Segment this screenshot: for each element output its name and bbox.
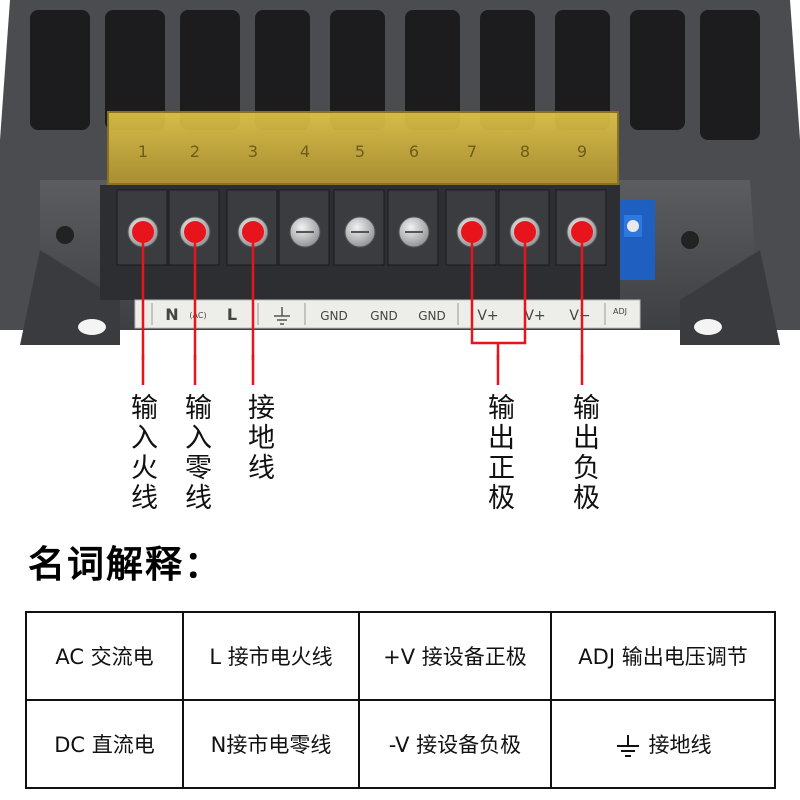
adj-potentiometer xyxy=(620,200,655,280)
callout-line-extensions xyxy=(141,355,584,385)
callout-neutral-input: 输入零线 xyxy=(180,393,211,513)
glossary-cell-text: 接地线 xyxy=(648,733,712,757)
glossary-cell: -V 接设备负极 xyxy=(358,699,552,789)
terminal-cover xyxy=(107,111,619,185)
table-row: DC 直流电 N接市电零线 -V 接设备负极 接地线 xyxy=(25,699,776,789)
callout-live-input: 输入火线 xyxy=(126,393,157,513)
strip-ground-icon xyxy=(274,307,290,325)
strip-label-gnd-2: GND xyxy=(370,309,398,323)
strip-label-gnd-3: GND xyxy=(418,309,446,323)
table-row: AC 交流电 L 接市电火线 +V 接设备正极 ADJ 输出电压调节 xyxy=(25,611,776,701)
terminal-number: 6 xyxy=(409,142,419,161)
glossary-cell: L 接市电火线 xyxy=(182,611,360,701)
glossary-cell: ADJ 输出电压调节 xyxy=(550,611,776,701)
glossary-cell: AC 交流电 xyxy=(25,611,184,701)
strip-label-n: N xyxy=(165,305,178,324)
strip-label-vminus: V− xyxy=(569,308,590,324)
terminal-screw xyxy=(278,189,330,266)
strip-label-vplus-1: V+ xyxy=(477,308,498,324)
terminal-screw xyxy=(387,189,439,266)
terminal-number: 3 xyxy=(248,142,258,161)
terminal-number: 7 xyxy=(467,142,477,161)
terminal-number: 4 xyxy=(300,142,310,161)
strip-label-vplus-2: V+ xyxy=(524,308,545,324)
strip-label-l: L xyxy=(227,305,237,324)
label-strip xyxy=(134,299,641,329)
terminal-number: 2 xyxy=(190,142,200,161)
glossary-cell: N接市电零线 xyxy=(182,699,360,789)
callout-negative-output: 输出负极 xyxy=(568,393,599,513)
strip-label-gnd-1: GND xyxy=(320,309,348,323)
glossary-table: AC 交流电 L 接市电火线 +V 接设备正极 ADJ 输出电压调节 DC 直流… xyxy=(25,611,776,789)
terminal-number: 5 xyxy=(355,142,365,161)
strip-label-ac: (AC) xyxy=(189,311,206,320)
terminal-number: 8 xyxy=(520,142,530,161)
glossary-cell: DC 直流电 xyxy=(25,699,184,789)
ground-symbol-icon xyxy=(616,735,639,757)
terminal-screw xyxy=(333,189,385,266)
legend-title: 名词解释： xyxy=(28,543,223,586)
callout-ground: 接地线 xyxy=(243,393,274,483)
terminal-number: 1 xyxy=(138,142,148,161)
callout-positive-output: 输出正极 xyxy=(483,393,514,513)
terminal-number: 9 xyxy=(577,142,587,161)
strip-label-adj: ADJ xyxy=(613,307,627,316)
glossary-cell-ground: 接地线 xyxy=(550,699,776,789)
glossary-cell: +V 接设备正极 xyxy=(358,611,552,701)
